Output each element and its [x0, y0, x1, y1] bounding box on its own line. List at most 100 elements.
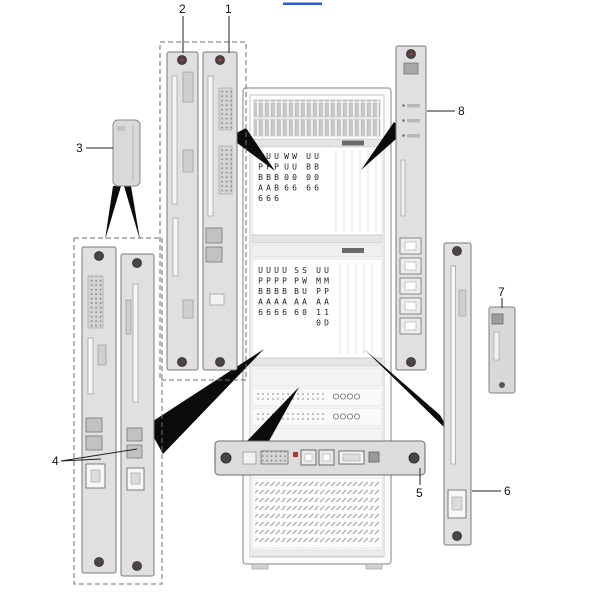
screw-icon [220, 452, 232, 464]
shelf-a-board-label: UPBA6 [256, 152, 265, 205]
board-7-module [491, 313, 504, 325]
screw-dot-icon [409, 52, 413, 56]
board-4b-rj45-inner [130, 472, 141, 485]
shelf-a-board-label: UB06 [312, 152, 321, 194]
board-1-port [205, 246, 223, 263]
callout-number-4: 4 [52, 454, 59, 468]
screw-icon [94, 557, 104, 567]
board-5-rj45-inner [322, 453, 331, 462]
screw-icon [94, 251, 104, 261]
shelf-a-board-label: WU06 [282, 152, 291, 194]
tiny-label-bar [407, 119, 420, 123]
shelf-a [251, 146, 383, 236]
board-8-port-inner [404, 281, 417, 291]
callout-wedges [105, 122, 451, 454]
shelf-divider [251, 234, 383, 244]
shelf-b-board-label: UPBA6 [264, 266, 273, 319]
board-1-port [205, 227, 223, 244]
rack-foot [251, 563, 269, 570]
board-4a-rj45-inner [90, 469, 101, 483]
leader-line-4a [60, 458, 102, 462]
screw-icon [177, 357, 187, 367]
board-2-slot [171, 75, 178, 205]
io-round-ports [332, 413, 361, 420]
board-4a [81, 246, 117, 574]
board-5-module [368, 451, 380, 463]
dashed-box-board-group-4 [73, 237, 163, 585]
board-4b-slot [132, 283, 139, 403]
board-7 [488, 306, 516, 394]
board-6 [443, 242, 472, 546]
callout-number-1: 1 [225, 2, 232, 16]
shelf-b-board-label: UPBA6 [272, 266, 281, 319]
board-2-module [182, 299, 194, 319]
board-4a-module [97, 344, 107, 366]
board-5-rj45-inner [304, 453, 313, 462]
rack-bottom-bar [251, 549, 383, 557]
shelf-b-board-label: UMPA10 [314, 266, 323, 329]
screw-icon [215, 357, 225, 367]
vent-hatch [255, 480, 379, 546]
callout-number-6: 6 [504, 484, 511, 498]
leader-lines [60, 16, 503, 492]
board-5 [214, 440, 426, 476]
board-8-port-column [399, 237, 422, 335]
screw-icon [132, 561, 142, 571]
board-6-slot [450, 265, 456, 465]
wedge-board-6 [364, 349, 451, 434]
shelf-b-board-label: UMPA1D [322, 266, 331, 329]
board-4b-module [125, 299, 132, 335]
board-1-module [209, 293, 225, 306]
leader-line-4b [60, 448, 138, 462]
led-icon [402, 119, 405, 122]
board-8-port-inner [404, 321, 417, 331]
screw-icon [452, 246, 462, 256]
board-3 [112, 119, 141, 187]
fan-slats-row [253, 99, 381, 118]
board-4a-port [85, 435, 103, 451]
board-4a-port [85, 417, 103, 433]
vent-grille [251, 477, 383, 549]
board-5-pin-connector [260, 450, 289, 465]
fan-tray [253, 99, 381, 137]
board-2 [166, 51, 199, 371]
board-4b-body [120, 253, 155, 577]
rack-chassis [242, 87, 392, 570]
wedge-board-3-left [105, 186, 121, 240]
board-4a-pin-grid [87, 275, 104, 329]
shelf-b-board-label: SPBA6 [292, 266, 301, 319]
link-underline[interactable] [283, 2, 322, 6]
shelf-a-board-label: UB06 [304, 152, 313, 194]
led-icon [402, 104, 405, 107]
io-row-body [251, 387, 383, 407]
rack-foot [365, 563, 383, 570]
dashed-box-boards-1-2 [159, 41, 247, 381]
board-2-module [182, 149, 194, 173]
screw-icon [408, 452, 420, 464]
board-8-slot [400, 159, 406, 217]
shelf-divider [251, 357, 383, 367]
board-4b-port [126, 444, 143, 459]
shelf-b-body [251, 258, 383, 359]
board-4b [120, 253, 155, 577]
screw-icon [406, 357, 416, 367]
shelf-b-empty-slots [339, 263, 373, 354]
callout-number-7: 7 [498, 285, 505, 299]
board-6-rj45-inner [451, 496, 463, 511]
board-4b-port [126, 427, 143, 442]
board-1-pin-grid [218, 87, 233, 131]
board-2-module [182, 71, 194, 103]
shelf-a-board-label: UPBB6 [272, 152, 281, 205]
board-8-port-inner [404, 301, 417, 311]
tiny-label-bar [407, 104, 420, 108]
callout-number-2: 2 [179, 2, 186, 16]
wedge-board-8 [361, 122, 405, 170]
screw-icon [499, 382, 505, 388]
board-4a-slot [87, 337, 94, 395]
board-2-slot [172, 217, 179, 277]
screw-dot-icon [180, 58, 184, 62]
board-1 [202, 51, 238, 371]
wedge-board-3-right [124, 186, 140, 240]
blank-shelf [251, 367, 383, 387]
